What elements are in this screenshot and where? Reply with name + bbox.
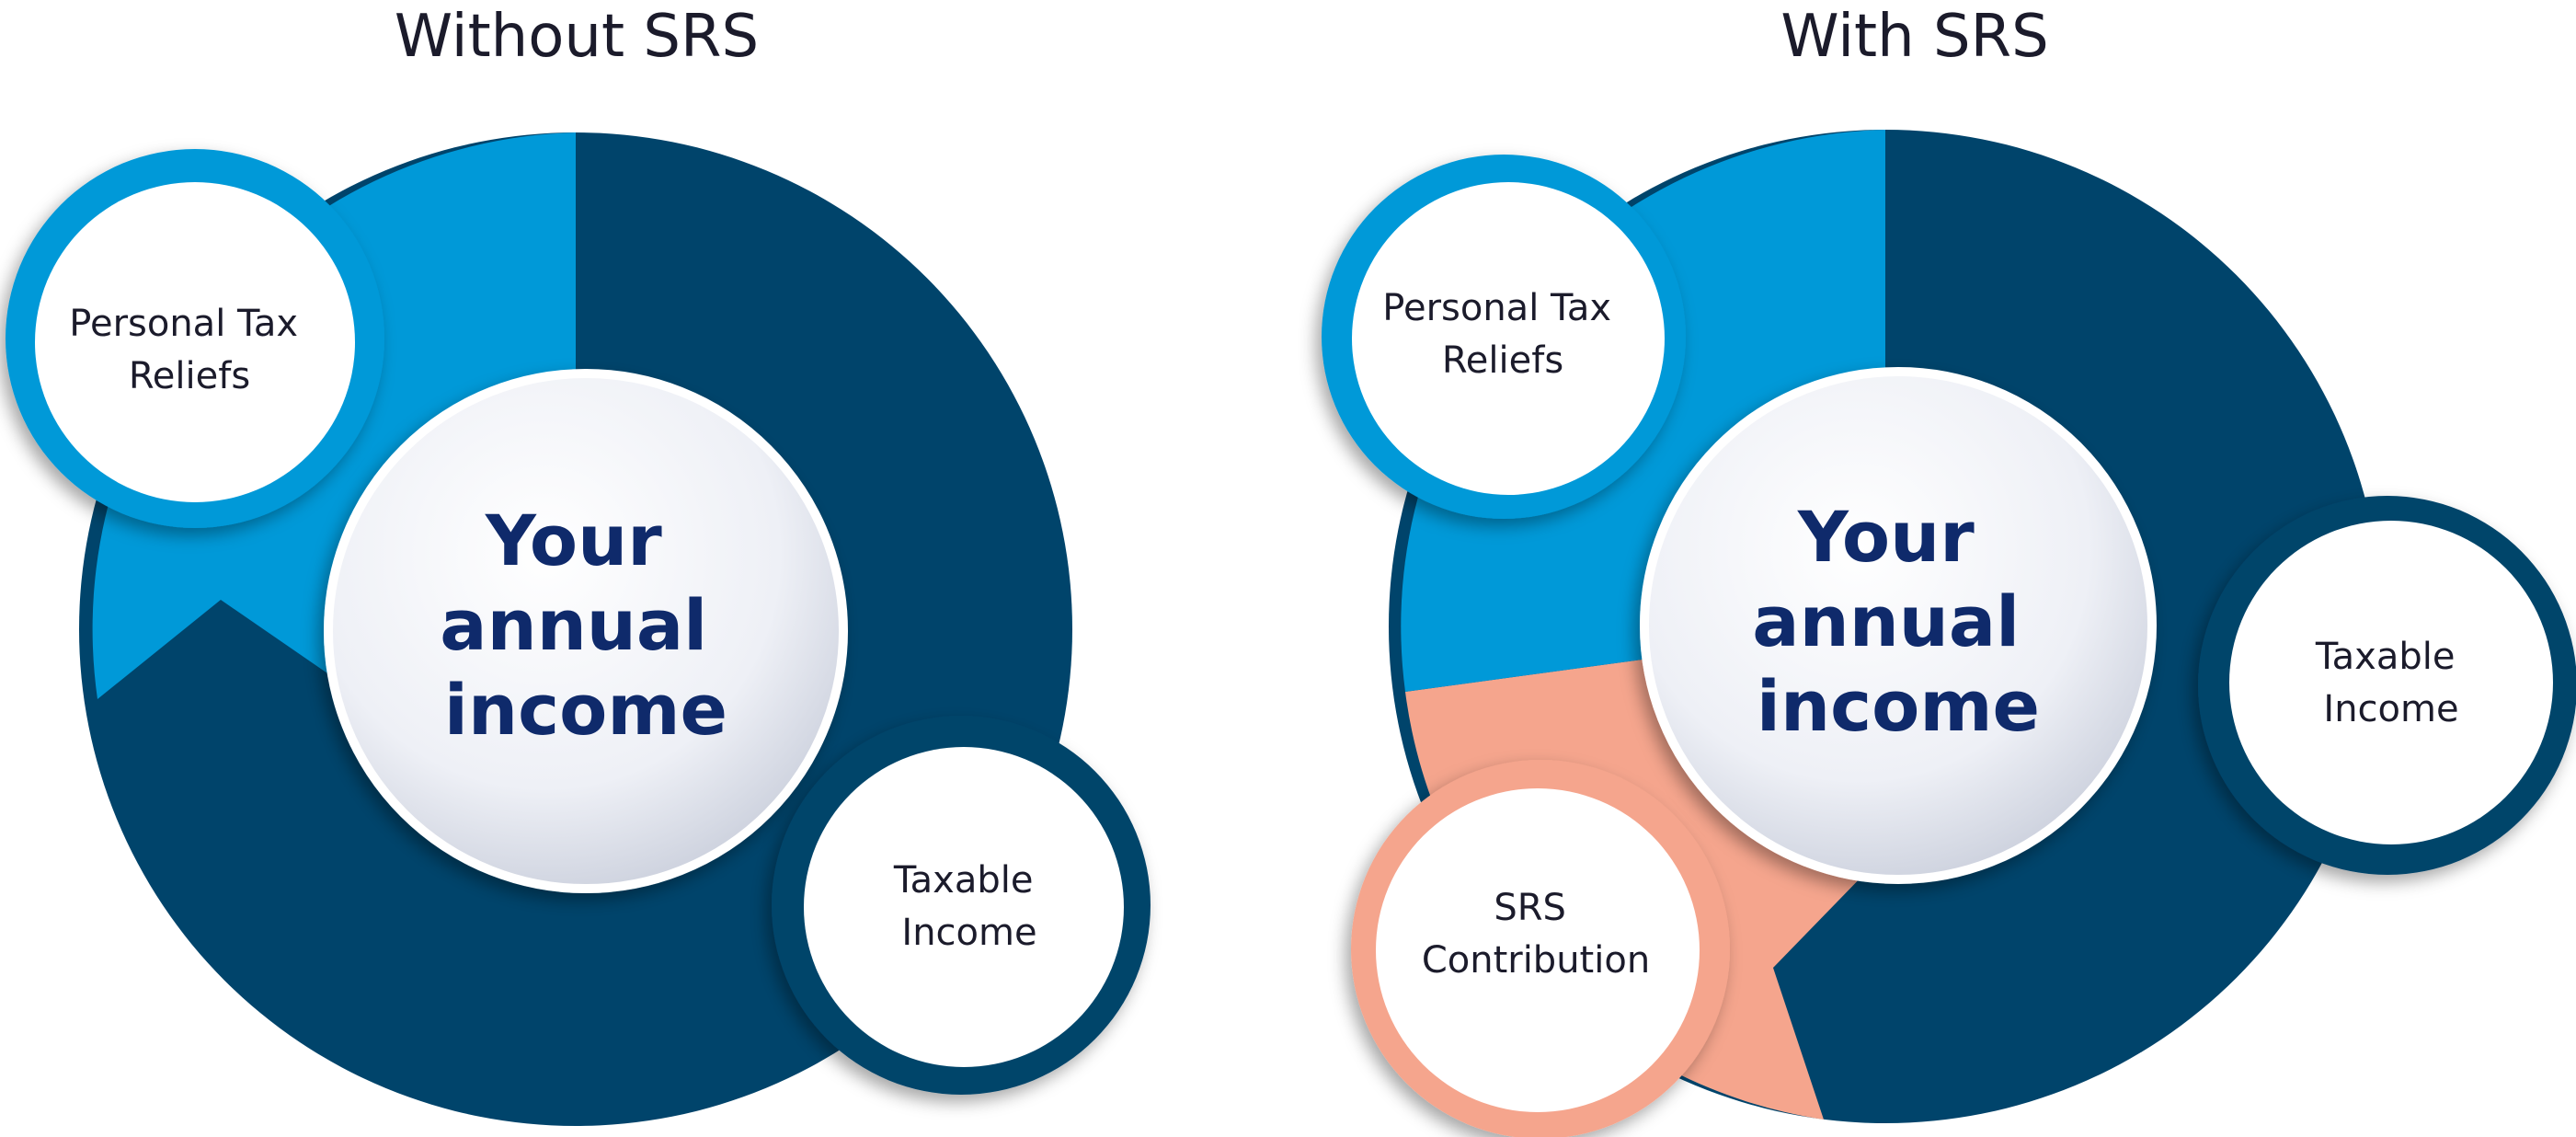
- svg-text:Personal Tax Reliefs: Personal Tax Reliefs: [69, 303, 309, 397]
- center-text-line: income: [1757, 665, 2040, 747]
- panel-title-with-srs: With SRS: [1780, 3, 2049, 71]
- center-text-line: Your: [485, 500, 662, 581]
- center-text-line: annual: [440, 584, 707, 666]
- bubble-label-line: Reliefs: [129, 355, 250, 397]
- svg-text:Taxable Income: Taxable Income: [2315, 636, 2467, 730]
- srs-contribution-bubble-right: SRS Contribution: [1351, 760, 1730, 1137]
- bubble-label-line: Income: [2323, 688, 2458, 730]
- center-text-line: income: [444, 669, 727, 751]
- personal-tax-reliefs-bubble-right: Personal Tax Reliefs: [1322, 155, 1686, 519]
- taxable-income-bubble-right: Taxable Income: [2198, 496, 2576, 875]
- bubble-label-line: Contribution: [1422, 939, 1650, 982]
- svg-text:SRS Contribution: SRS Contribution: [1422, 887, 1650, 982]
- bubble-label-line: SRS: [1494, 887, 1566, 929]
- diagram-without-srs: Your annual income Personal Tax Reliefs …: [6, 132, 1151, 1126]
- personal-tax-reliefs-bubble-left: Personal Tax Reliefs: [6, 149, 384, 528]
- svg-text:Your annual in: Your annual income: [440, 500, 731, 751]
- bubble-label-line: Reliefs: [1442, 339, 1563, 382]
- svg-text:Your annual in: Your annual income: [1752, 496, 2044, 747]
- center-text-line: annual: [1752, 580, 2020, 662]
- center-bubble-right: Your annual income: [1640, 367, 2157, 884]
- bubble-label-line: Personal Tax: [1382, 287, 1611, 329]
- panel-title-without-srs: Without SRS: [394, 3, 760, 71]
- center-bubble-left: Your annual income: [324, 369, 848, 893]
- svg-text:Taxable Income: Taxable Income: [893, 859, 1045, 954]
- bubble-label-line: Taxable: [893, 859, 1034, 902]
- bubble-label-line: Income: [901, 912, 1036, 954]
- diagram-with-srs: Your annual income Personal Tax Reliefs …: [1322, 130, 2576, 1137]
- taxable-income-bubble-left: Taxable Income: [772, 716, 1151, 1095]
- svg-text:Personal Tax Reliefs: Personal Tax Reliefs: [1382, 287, 1622, 382]
- bubble-label-line: Personal Tax: [69, 303, 298, 345]
- bubble-label-line: Taxable: [2315, 636, 2456, 678]
- center-text-line: Your: [1797, 496, 1975, 578]
